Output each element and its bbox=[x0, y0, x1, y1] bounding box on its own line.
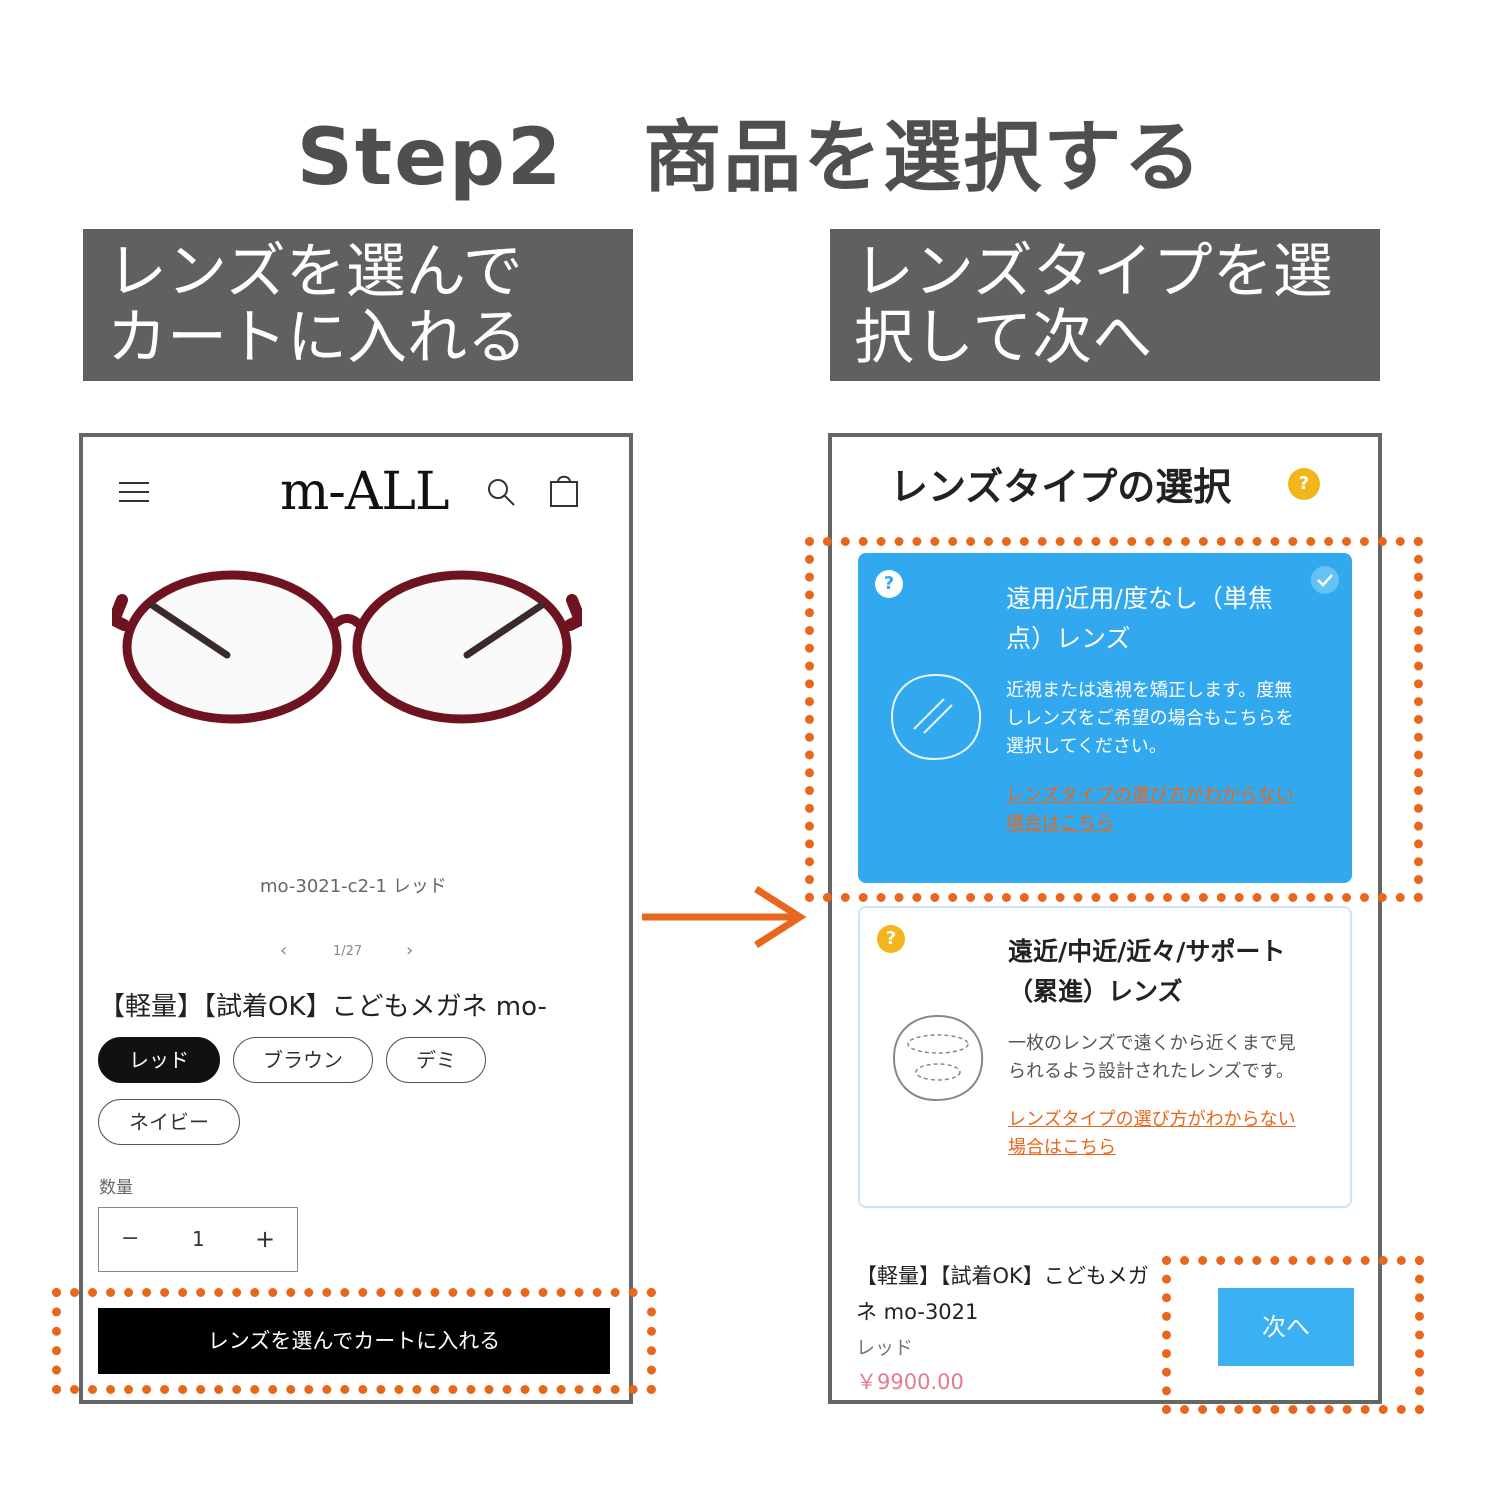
help-icon[interactable]: ? bbox=[1288, 468, 1320, 500]
lens-type-heading: レンズタイプの選択 bbox=[890, 465, 1232, 509]
selected-product-color: レッド bbox=[856, 1337, 914, 1359]
menu-icon[interactable] bbox=[119, 475, 149, 509]
selected-product-name: 【軽量】【試着OK】こどもメガ ネ mo-3021 bbox=[856, 1264, 1149, 1324]
color-option-red[interactable]: レッド bbox=[98, 1037, 220, 1083]
lens-guide-link[interactable]: レンズタイプの選び方がわからない 場合はこちら bbox=[1008, 1109, 1296, 1158]
check-icon bbox=[1311, 566, 1339, 594]
option-title: 遠近/中近/近々/サポート （累進）レンズ bbox=[1008, 937, 1286, 1006]
option-title: 遠用/近用/度なし（単焦 点）レンズ bbox=[1006, 584, 1273, 653]
next-button-highlight bbox=[1162, 1256, 1424, 1414]
next-image-button[interactable]: › bbox=[406, 940, 414, 961]
site-logo[interactable]: m-ALL bbox=[280, 462, 449, 522]
left-step-banner: レンズを選んで カートに入れる bbox=[83, 229, 633, 381]
next-button[interactable]: 次へ bbox=[1218, 1288, 1354, 1366]
arrow-right-icon bbox=[642, 886, 807, 948]
color-option-navy[interactable]: ネイビー bbox=[98, 1099, 240, 1145]
single-lens-icon bbox=[890, 673, 982, 761]
lens-option-progressive[interactable]: ? 遠近/中近/近々/サポート （累進）レンズ 一枚のレンズで遠くから近くまで見… bbox=[858, 906, 1352, 1208]
right-banner-line2: 択して次へ bbox=[854, 303, 1153, 373]
progressive-lens-icon bbox=[892, 1014, 984, 1102]
prev-image-button[interactable]: ‹ bbox=[280, 940, 288, 961]
add-to-cart-button[interactable]: レンズを選んでカートに入れる bbox=[98, 1308, 610, 1374]
left-banner-line1: レンズを選んで bbox=[107, 237, 523, 307]
product-price: ￥9900.00 bbox=[856, 1370, 964, 1394]
option-description: 一枚のレンズで遠くから近くまで見 られるよう設計されたレンズです。 bbox=[1008, 1033, 1296, 1082]
quantity-increase-button[interactable]: + bbox=[255, 1225, 276, 1253]
cart-icon[interactable] bbox=[548, 473, 580, 509]
cart-button-highlight bbox=[52, 1288, 656, 1394]
quantity-label: 数量 bbox=[99, 1178, 133, 1198]
question-icon[interactable]: ? bbox=[875, 570, 903, 598]
quantity-decrease-button[interactable]: − bbox=[121, 1226, 140, 1251]
lens-option-single-vision[interactable]: ? 遠用/近用/度なし（単焦 点）レンズ 近視または遠視を矯正します。度無 しレ… bbox=[858, 553, 1352, 883]
lens-guide-link[interactable]: レンズタイプの選び方がわからない 場合はこちら bbox=[1006, 785, 1294, 834]
left-banner-line2: カートに入れる bbox=[107, 303, 527, 373]
right-banner-line1: レンズタイプを選 bbox=[854, 237, 1333, 307]
color-option-brown[interactable]: ブラウン bbox=[233, 1037, 373, 1083]
image-caption: mo-3021-c2-1 レッド bbox=[260, 876, 447, 897]
option-description: 近視または遠視を矯正します。度無 しレンズをご希望の場合もこちらを 選択してくだ… bbox=[1006, 680, 1294, 757]
search-icon[interactable] bbox=[485, 476, 517, 508]
page-title: Step2 商品を選択する bbox=[296, 113, 1204, 203]
quantity-stepper: − 1 + bbox=[98, 1207, 298, 1272]
product-title: 【軽量】【試着OK】こどもメガネ mo- bbox=[99, 992, 547, 1022]
color-option-demi[interactable]: デミ bbox=[386, 1037, 486, 1083]
quantity-value[interactable]: 1 bbox=[192, 1227, 205, 1251]
question-icon[interactable]: ? bbox=[877, 925, 905, 953]
image-pager-count: 1/27 bbox=[333, 944, 363, 959]
glasses-product-image bbox=[112, 570, 582, 724]
lens-option-highlight bbox=[805, 537, 1423, 902]
right-step-banner: レンズタイプを選 択して次へ bbox=[830, 229, 1380, 381]
